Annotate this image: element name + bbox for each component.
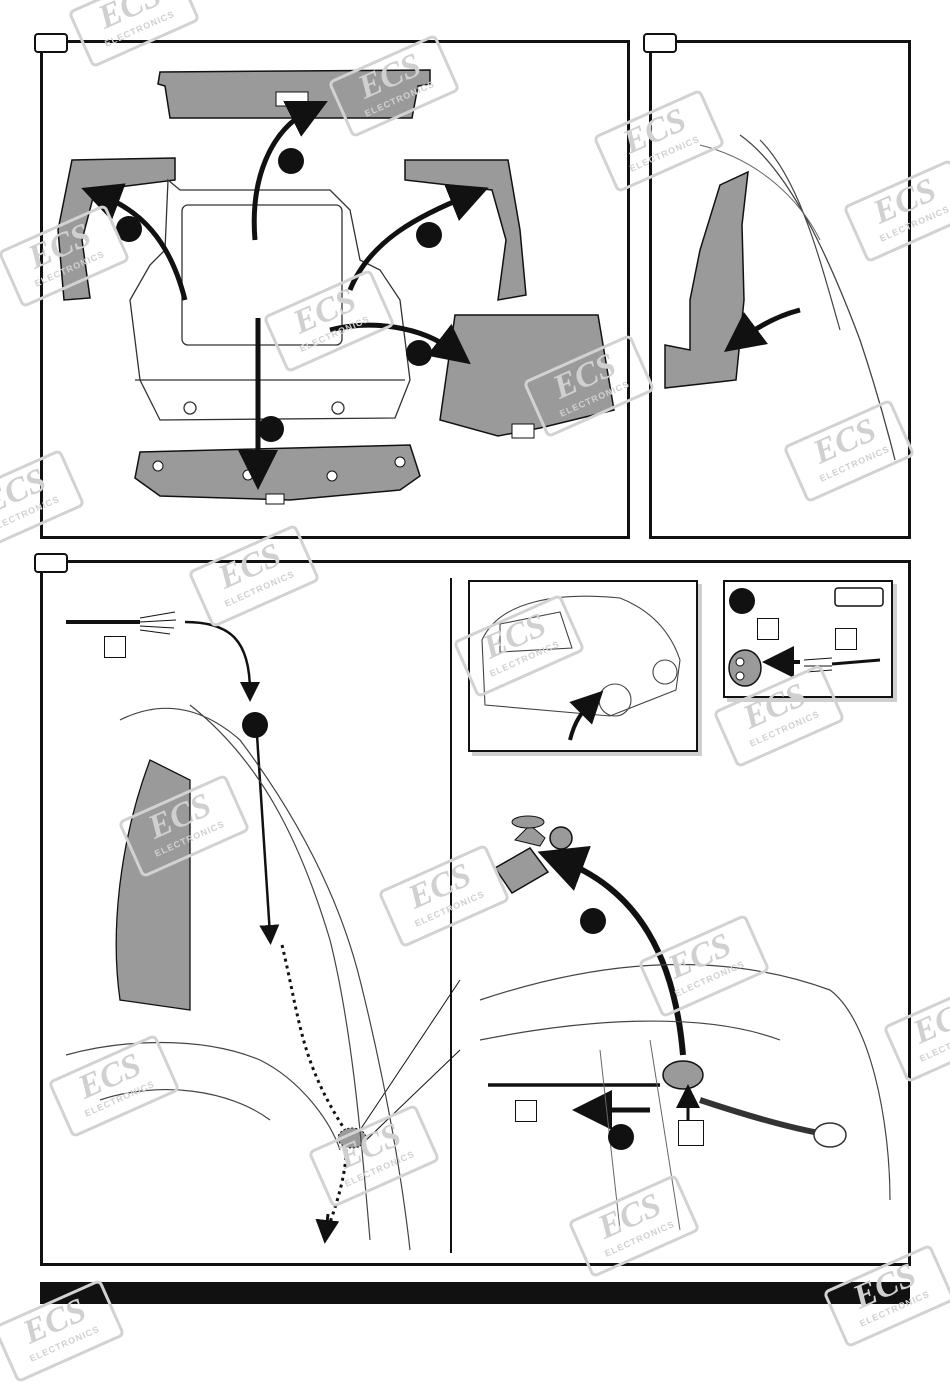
step-marker-g: [580, 908, 606, 934]
parcel-shelf-part: [157, 69, 431, 119]
step-marker-c: [416, 222, 442, 248]
ref-box-connector: [678, 1120, 704, 1146]
grommet-removal-drawing: [479, 815, 891, 1231]
ref-box-cable: [515, 1100, 537, 1122]
panel-tab-3: [34, 553, 68, 573]
car-interior-sketch: [65, 704, 411, 1251]
car-rear-three-quarter-sketch: [481, 595, 681, 741]
ref-box-inset-right: [835, 628, 857, 650]
side-trim-removal-drawing: [664, 134, 896, 461]
step-marker-i: [729, 588, 755, 614]
removal-arrows: [81, 101, 489, 490]
installation-drawing: [57, 69, 896, 1251]
grommet-insert-sketch: [728, 587, 884, 687]
step-marker-b: [116, 216, 142, 242]
panel-tab-1: [34, 33, 68, 53]
panel-divider: [450, 578, 452, 1253]
ref-box-inset-left: [757, 618, 779, 640]
step-marker-d: [406, 340, 432, 366]
step-marker-e: [258, 416, 284, 442]
car-rear-outline: [129, 178, 411, 421]
panel-tab-2: [643, 33, 677, 53]
wire-harness-route: [66, 611, 461, 1244]
footer-bar: [40, 1282, 910, 1304]
step-marker-a: [278, 148, 304, 174]
bumper-trim-part: [134, 444, 421, 505]
floor-mat-part: [439, 314, 615, 439]
ref-box-harness: [104, 636, 126, 658]
step-marker-h: [608, 1124, 634, 1150]
step-marker-f: [242, 712, 268, 738]
right-side-trim-part: [404, 159, 527, 301]
